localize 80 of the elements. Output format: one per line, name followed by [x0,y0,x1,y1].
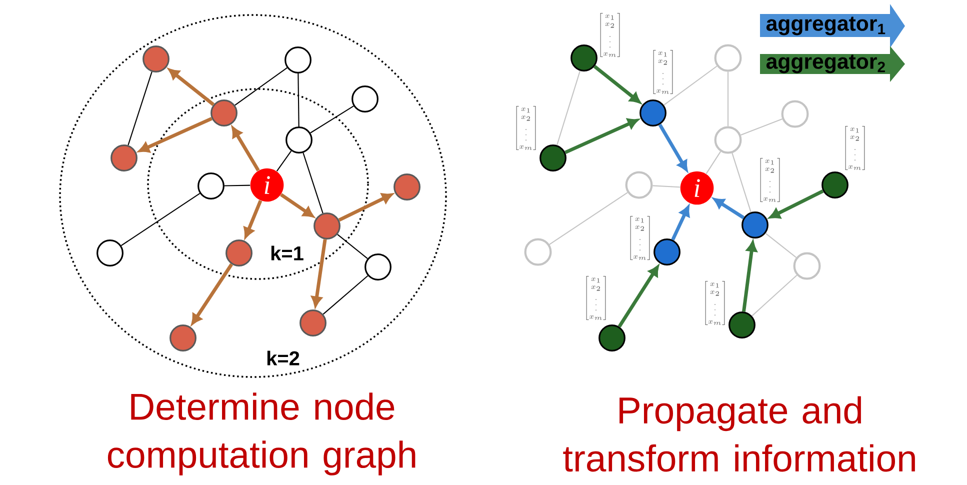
edge-line [302,152,324,214]
edge-line [310,106,354,134]
edge-line [234,67,288,106]
arrow [311,239,327,307]
k-label: k=2 [264,349,302,367]
graph-node [110,144,138,172]
graph-node [598,324,626,352]
arrow [593,65,640,104]
caption: Determine node computation graph [108,392,416,476]
graph-node [300,310,326,336]
legend-label: aggregator$_{1}$ [766,16,886,36]
graph-node [524,238,552,266]
graph-node [314,212,340,240]
edge-line [765,232,797,258]
edge-line [664,66,718,106]
arrow [618,266,659,328]
arrow [138,116,212,152]
edge-line [732,152,752,212]
arrow [658,124,688,172]
arrow [191,263,234,325]
arrow [671,206,690,241]
edge-line [727,72,729,126]
graph-node [394,174,420,200]
edge-line [706,151,721,174]
edge-line [652,185,680,188]
graph-node [640,100,666,126]
feature-vector: $\begin{bmatrix}x_1\\x_2\\\vdots\\x_m\end{bmatrix}$ [586,276,606,320]
edge-line [740,118,782,136]
graph-node [226,240,252,266]
graph-node [96,240,124,266]
feature-vector: $\begin{bmatrix}x_1\\x_2\\\vdots\\x_m\end{bmatrix}$ [653,50,673,94]
edge-line [120,193,200,246]
target-node: i [250,168,284,202]
edge-line [128,72,152,146]
edge-line [276,150,292,172]
graph-node [570,44,598,72]
graph-node [714,126,742,154]
target-node: i [680,171,714,205]
legend-label: aggregator$_{2}$ [766,54,885,74]
feature-vector: $\begin{bmatrix}x_1\\x_2\\\vdots\\x_m\end{bmatrix}$ [630,216,650,260]
feature-vector: $\begin{bmatrix}x_1\\x_2\\\vdots\\x_m\end{bmatrix}$ [760,158,780,202]
arrow [564,118,638,154]
edge-line [224,184,250,186]
arrow [280,193,314,218]
graph-node [284,46,312,74]
arrow [714,198,745,220]
graph-node [728,312,756,338]
graph-node [286,126,312,154]
graph-node [210,100,238,126]
graph-node [540,144,566,172]
caption: Propagate and transform information [563,396,915,472]
edge-line [337,234,368,259]
graph-node [781,100,809,128]
graph-node [714,44,742,72]
arrow [769,189,824,218]
graph-node [170,324,196,352]
graph-node [742,212,768,238]
graph-node [352,86,378,112]
arrow [244,200,262,238]
edge-line [322,275,368,315]
edge-line [556,70,581,146]
k-label: k=1 [268,244,306,262]
graph-node [654,238,680,266]
arrow [742,241,757,312]
edge-line [298,73,300,127]
edge-line [752,274,798,316]
edge-line [549,192,628,245]
graph-node [142,46,170,72]
feature-vector: $\begin{bmatrix}x_1\\x_2\\\vdots\\x_m\end{bmatrix}$ [516,106,536,150]
feature-vector: $\begin{bmatrix}x_1\\x_2\\\vdots\\x_m\end{bmatrix}$ [600,13,620,57]
graph-node [625,171,653,199]
feature-vector: $\begin{bmatrix}x_1\\x_2\\\vdots\\x_m\end{bmatrix}$ [705,281,725,325]
graph-node [364,254,392,280]
arrow [232,126,260,172]
arrow [338,193,392,222]
graph-node [793,252,821,280]
graph-node [198,172,224,200]
arrow [168,68,215,106]
graph-node [822,172,848,198]
feature-vector: $\begin{bmatrix}x_1\\x_2\\\vdots\\x_m\end{bmatrix}$ [845,126,865,170]
